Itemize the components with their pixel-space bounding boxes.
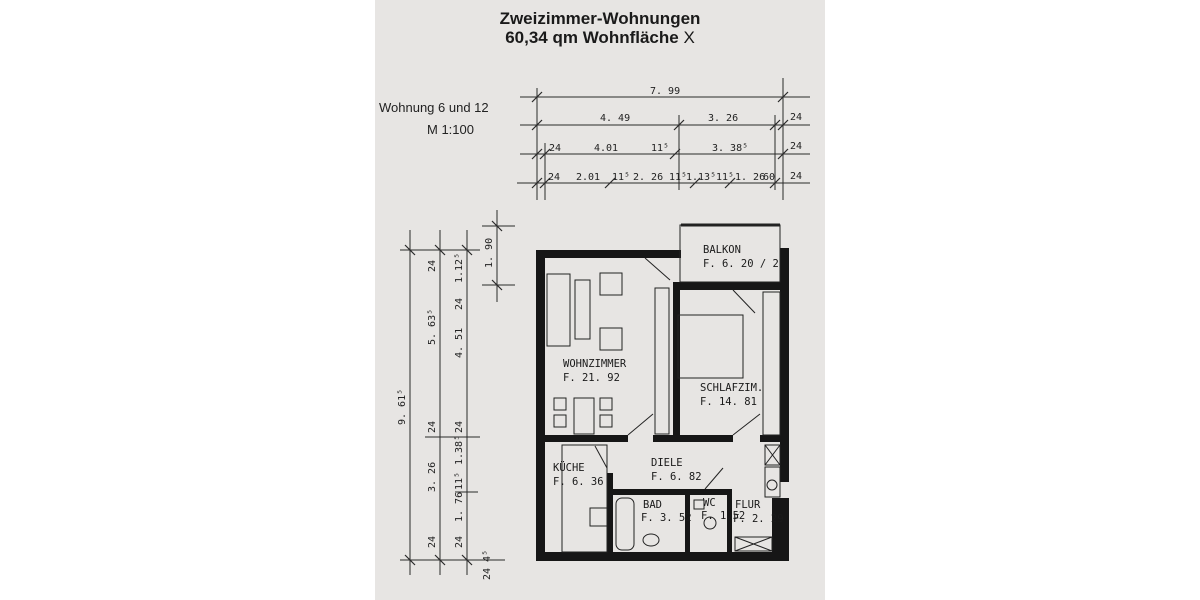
- dim-label: 24: [548, 172, 560, 183]
- room-name: SCHLAFZIM.: [700, 382, 763, 394]
- dim-label: 3. 26: [708, 113, 738, 124]
- dim-label: 24: [790, 171, 802, 182]
- bed: [677, 314, 744, 379]
- dim-label: 4.01: [594, 143, 618, 154]
- kitchen-counter: [561, 444, 608, 553]
- wc-basin: [693, 499, 705, 510]
- dim-label: 11⁵: [612, 172, 630, 183]
- room-area: F. 6. 20 / 2: [703, 258, 779, 270]
- handwritten-mark: X: [683, 28, 695, 47]
- room-flur: FLUR F. 2. 29: [733, 499, 784, 525]
- dim-label: 3. 38⁵: [712, 143, 748, 154]
- dim-label: 2.01: [576, 172, 600, 183]
- dimension-lines: [400, 78, 810, 575]
- dining-table: [573, 397, 595, 435]
- dim-label: 24: [427, 260, 438, 272]
- dim-total-height: 9. 61⁵: [397, 389, 408, 425]
- dim-label: 3. 26: [427, 462, 438, 492]
- dim-label: 1. 26: [735, 172, 765, 183]
- room-name: KÜCHE: [553, 461, 585, 474]
- dim-label: 4. 51: [454, 328, 465, 358]
- walls: [536, 248, 789, 561]
- washing-machine: [764, 466, 781, 498]
- dim-label: 1.38⁵: [454, 435, 465, 465]
- room-schlafzimmer: SCHLAFZIM. F. 14. 81: [700, 382, 763, 408]
- dim-label: 24: [790, 112, 802, 123]
- shaft: [764, 444, 781, 466]
- plan-title: Zweizimmer-Wohnungen: [499, 9, 701, 28]
- room-kueche: KÜCHE F. 6. 36: [553, 461, 604, 488]
- dim-label: 24: [454, 421, 465, 433]
- wardrobe: [762, 291, 781, 436]
- dim-label: 60: [763, 172, 775, 183]
- dimension-ticks: [404, 91, 789, 566]
- room-wc: WCF. 1.52: [701, 497, 745, 522]
- toilet: [703, 516, 717, 530]
- paper-sheet: [375, 0, 825, 600]
- dim-label: 5. 63⁵: [427, 309, 438, 345]
- scale-label: M 1:100: [427, 122, 474, 137]
- armchair: [599, 272, 623, 296]
- room-name: BALKON: [703, 244, 741, 256]
- dim-total-width: 7. 99: [650, 86, 680, 97]
- living-area: 60,34 qm Wohnfläche: [505, 28, 679, 47]
- dim-label: 24: [790, 141, 802, 152]
- cabinet: [654, 287, 670, 435]
- dim-label: 11⁵: [669, 172, 687, 183]
- dim-label: 11⁵: [651, 143, 669, 154]
- room-name: WOHNZIMMER: [563, 358, 627, 370]
- room-area: F. 21. 92: [563, 372, 620, 384]
- dim-label: 1.12⁵: [454, 253, 465, 283]
- room-name: DIELE: [651, 457, 683, 469]
- room-area: F. 3. 52: [641, 512, 692, 524]
- room-area: F. 2. 29: [733, 513, 784, 525]
- room-area: F. 1.52: [701, 510, 745, 522]
- bathtub: [615, 497, 635, 551]
- fixtures: [546, 223, 781, 553]
- room-area: F. 6. 82: [651, 471, 702, 483]
- dim-label: 24: [454, 298, 465, 310]
- horizontal-dimension-labels: 7. 99 4. 49 3. 26 24 24 4.01 11⁵ 3. 38⁵ …: [548, 86, 802, 183]
- dim-balcony-depth: 1. 90: [484, 238, 495, 268]
- dim-label: 11⁵: [716, 172, 734, 183]
- dim-label: 1.13⁵: [686, 172, 716, 183]
- kitchen-sink: [589, 507, 608, 527]
- dim-label: 24 4⁵: [482, 550, 493, 580]
- washbasin: [642, 533, 660, 547]
- unit-label: Wohnung 6 und 12: [379, 100, 489, 115]
- plan-subtitle: 60,34 qm Wohnfläche X: [375, 28, 825, 47]
- coffee-table: [574, 279, 591, 340]
- sofa: [546, 273, 571, 347]
- room-name: FLUR: [735, 499, 761, 511]
- dim-label: 4. 49: [600, 113, 630, 124]
- dim-label: 11⁵: [454, 472, 465, 490]
- dim-label: 2. 26: [633, 172, 663, 183]
- room-diele: DIELE F. 6. 82: [651, 457, 702, 483]
- vertical-dimension-labels: 9. 61⁵ 24 5. 63⁵ 24 3. 26 24 1.12⁵ 24 4.…: [397, 238, 495, 580]
- room-area: F. 14. 81: [700, 396, 757, 408]
- room-name: WC: [703, 497, 716, 509]
- dim-label: 24: [454, 536, 465, 548]
- dim-label: 24: [549, 143, 561, 154]
- dim-label: 24: [427, 536, 438, 548]
- room-balkon: BALKON F. 6. 20 / 2: [703, 244, 779, 270]
- armchair: [599, 327, 623, 351]
- dim-label: 24: [427, 421, 438, 433]
- room-wohnzimmer: WOHNZIMMER F. 21. 92: [563, 358, 627, 384]
- room-area: F. 6. 36: [553, 476, 604, 488]
- room-name: BAD: [643, 499, 662, 511]
- dim-label: 1. 76: [454, 492, 465, 522]
- flur-closet: [734, 536, 773, 552]
